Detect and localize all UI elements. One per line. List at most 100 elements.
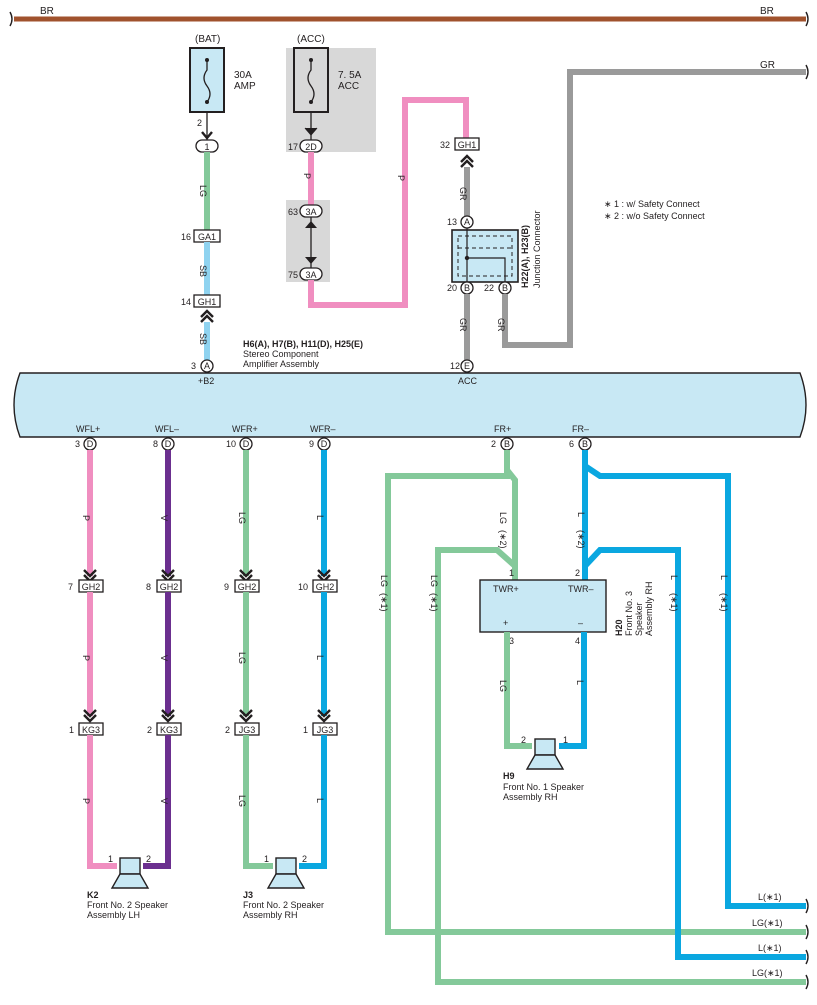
conn-jg3-1-label: JG3 — [317, 725, 334, 735]
out-letter: D — [321, 439, 328, 449]
output-fr-plus: FR+ B 2 — [491, 424, 514, 451]
left-bracket — [9, 11, 13, 27]
p-wire-acc-1-label: P — [302, 173, 312, 179]
h20-minus: – — [578, 618, 583, 628]
fuse-acc-rating: 7. 5A — [338, 70, 362, 81]
conn-gh2-7-label: GH2 — [82, 582, 101, 592]
speaker-name-2: Assembly RH — [243, 910, 298, 920]
fuse-bat-icon — [203, 60, 211, 103]
speaker-pin-2: 2 — [302, 854, 307, 864]
out-pin: 10 — [226, 439, 236, 449]
wire-l-far-loop — [582, 450, 806, 909]
amp-pin-a — [200, 359, 214, 373]
conn-ga1-label: GA1 — [198, 232, 216, 242]
amp-pin-b2-label: +B2 — [198, 376, 214, 386]
h9-l-label: L — [575, 680, 585, 685]
speaker-pin-1: 1 — [108, 854, 113, 864]
speaker-name-1: Front No. 2 Speaker — [87, 900, 168, 910]
conn-3a-bot-label: 3A — [305, 270, 316, 280]
out-letter: B — [582, 439, 588, 449]
out-name: WFR+ — [232, 424, 258, 434]
conn-jg3-2-label: JG3 — [239, 725, 256, 735]
conn-gh2-8-pin: 8 — [146, 582, 151, 592]
note-2: ∗ 2 : w/o Safety Connect — [604, 211, 705, 221]
h20-twr-minus: TWR– — [568, 584, 594, 594]
h20-name-1: Front No. 3 — [624, 591, 634, 636]
speaker-k2: 1 2 K2 Front No. 2 Speaker Assembly LH — [87, 854, 168, 920]
speaker-j3: 1 2 J3 Front No. 2 Speaker Assembly RH — [243, 854, 324, 920]
bottom-label-3: L(∗1) — [758, 943, 782, 953]
conn-gh1a-pin: 14 — [181, 297, 191, 307]
h20-name-3: Assembly RH — [644, 581, 654, 636]
wire-wfl-minus-label-2: V — [159, 655, 169, 661]
wire-lg-fr-plus — [504, 450, 518, 580]
amp-pin-e-num: 12 — [450, 361, 460, 371]
conn-gh1a-label: GH1 — [198, 297, 217, 307]
wire-wfl-minus-label-1: V — [159, 515, 169, 521]
out-pin: 9 — [309, 439, 314, 449]
amp-pin-e — [460, 359, 474, 373]
out-letter: D — [87, 439, 94, 449]
wire-lg-h9 — [504, 632, 532, 749]
conn-gh2-10-pin: 10 — [298, 582, 308, 592]
conn-2d-pin: 17 — [288, 142, 298, 152]
speaker-name-1: Front No. 2 Speaker — [243, 900, 324, 910]
gr-wire-2-label: GR — [458, 318, 468, 332]
amp-pin-e-letter: E — [464, 361, 470, 371]
out-pin: 2 — [491, 439, 496, 449]
wire-wfr-minus-label-1: L — [315, 515, 325, 520]
wire-wfl-plus-label-1: P — [81, 515, 91, 521]
speaker-pin-1: 1 — [264, 854, 269, 864]
speaker-code: H9 — [503, 771, 515, 781]
out-pin: 3 — [75, 439, 80, 449]
h20-plus: + — [503, 618, 508, 628]
lg-mid-label: LG — [429, 575, 439, 587]
h20-twr-plus: TWR+ — [493, 584, 519, 594]
br-right-label: BR — [760, 6, 774, 17]
wire-wfl-minus-3 — [143, 735, 171, 869]
h20-pin-4: 4 — [575, 636, 580, 646]
fuse-bat-rating: 30A — [234, 70, 252, 81]
conn-3a-top-label: 3A — [305, 207, 316, 217]
wire-lg-far-loop — [385, 450, 806, 935]
lg-wire-bat-label: LG — [198, 185, 208, 197]
conn-gh1b-pin: 32 — [440, 140, 450, 150]
conn-gh1b-label: GH1 — [458, 140, 477, 150]
speaker-pin-2: 2 — [521, 735, 526, 745]
wire-wfl-minus-label-3: V — [159, 798, 169, 804]
p-wire-to-gh1 — [308, 97, 469, 308]
lg-far-star: (∗1) — [379, 593, 389, 612]
conn-kg3-1-pin: 1 — [69, 725, 74, 735]
out-pin: 8 — [153, 439, 158, 449]
out-letter: D — [165, 439, 172, 449]
amp-pin-a-num: 3 — [191, 361, 196, 371]
out-name: WFL– — [155, 424, 179, 434]
wire-l-h9 — [559, 632, 587, 749]
conn-gh2-9-pin: 9 — [224, 582, 229, 592]
junction-pin-a-num: 13 — [447, 217, 457, 227]
out-name: FR– — [572, 424, 589, 434]
fr-l-label: L — [576, 512, 586, 517]
br-left-label: BR — [40, 6, 54, 17]
p-wire-acc-2-label: P — [396, 175, 406, 181]
conn-gh2-7-pin: 7 — [68, 582, 73, 592]
out-pin: 6 — [569, 439, 574, 449]
conn-kg3-1-label: KG3 — [82, 725, 100, 735]
conn-jg3-1-pin: 1 — [303, 725, 308, 735]
amp-pin-acc-label: ACC — [458, 376, 478, 386]
junction-pin-b20-num: 20 — [447, 283, 457, 293]
fuse-acc-name: ACC — [338, 81, 359, 92]
h20-name-2: Speaker — [634, 602, 644, 636]
speaker-pin-1: 1 — [563, 735, 568, 745]
conn-gh2-8-label: GH2 — [160, 582, 179, 592]
junction-box — [451, 229, 519, 283]
conn-3a-top-pin: 63 — [288, 207, 298, 217]
conn-2d-label: 2D — [305, 142, 317, 152]
fuse-bat-pin: 2 — [197, 118, 202, 128]
fuse-acc-icon — [307, 60, 315, 103]
fr-star2a: (∗2) — [498, 530, 508, 549]
output-fr-minus: FR– B 6 — [569, 424, 592, 451]
conn-gh1b — [454, 137, 480, 151]
out-letter: B — [504, 439, 510, 449]
out-name: FR+ — [494, 424, 511, 434]
